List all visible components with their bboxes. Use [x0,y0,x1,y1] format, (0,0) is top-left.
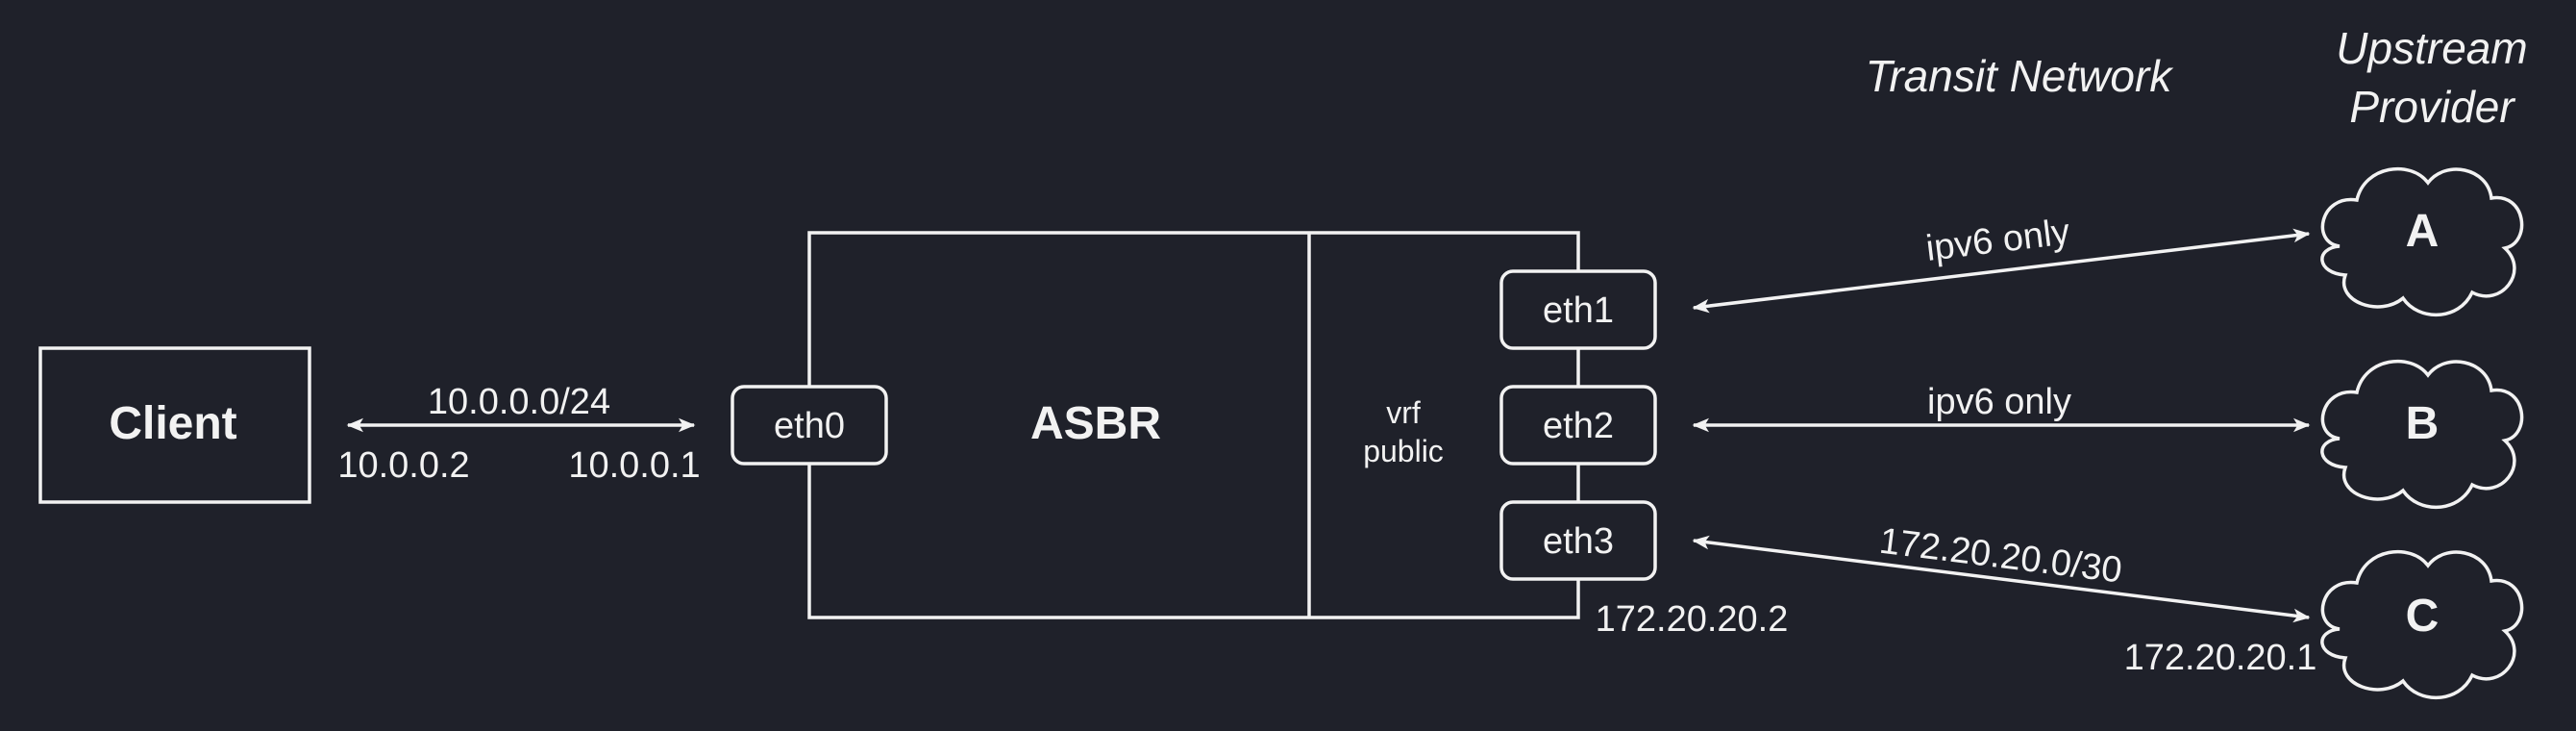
provider-c-ip-label: 172.20.20.1 [2124,638,2317,678]
provider-b-cloud-icon [2320,359,2524,510]
client-label: Client [109,398,236,449]
provider-c-label: C [2406,591,2440,642]
client-subnet-label: 10.0.0.0/24 [428,382,610,422]
provider-a-label: A [2406,206,2440,257]
eth1-label: eth1 [1543,290,1614,331]
provider-b-label: B [2406,398,2440,449]
eth0-label: eth0 [774,406,845,446]
eth0-port [731,385,888,466]
link-a-label: ipv6 only [1924,212,2072,269]
vrf-label-line1: vrf [1386,395,1421,430]
eth3-ip-label: 172.20.20.2 [1596,599,1789,640]
eth3-port [1499,500,1657,581]
link-a-arrow [1692,228,2311,314]
router-ip-label: 10.0.0.1 [568,445,700,486]
provider-c-cloud-icon [2320,549,2524,700]
eth1-port [1499,269,1657,350]
asbr-label: ASBR [1030,398,1161,449]
client-ip-label: 10.0.0.2 [337,445,469,486]
eth2-label: eth2 [1543,406,1614,446]
transit-network-heading: Transit Network [1866,51,2174,101]
upstream-provider-heading-line2: Provider [2349,82,2515,132]
link-c-arrow [1692,535,2311,623]
eth2-port [1499,385,1657,466]
vrf-label-line2: public [1363,434,1444,468]
asbr-box [807,231,1580,619]
upstream-provider-heading-line1: Upstream [2336,23,2527,73]
link-b-label: ipv6 only [1927,382,2071,422]
client-box [38,346,311,504]
eth3-label: eth3 [1543,521,1614,562]
provider-a-cloud-icon [2320,166,2524,317]
